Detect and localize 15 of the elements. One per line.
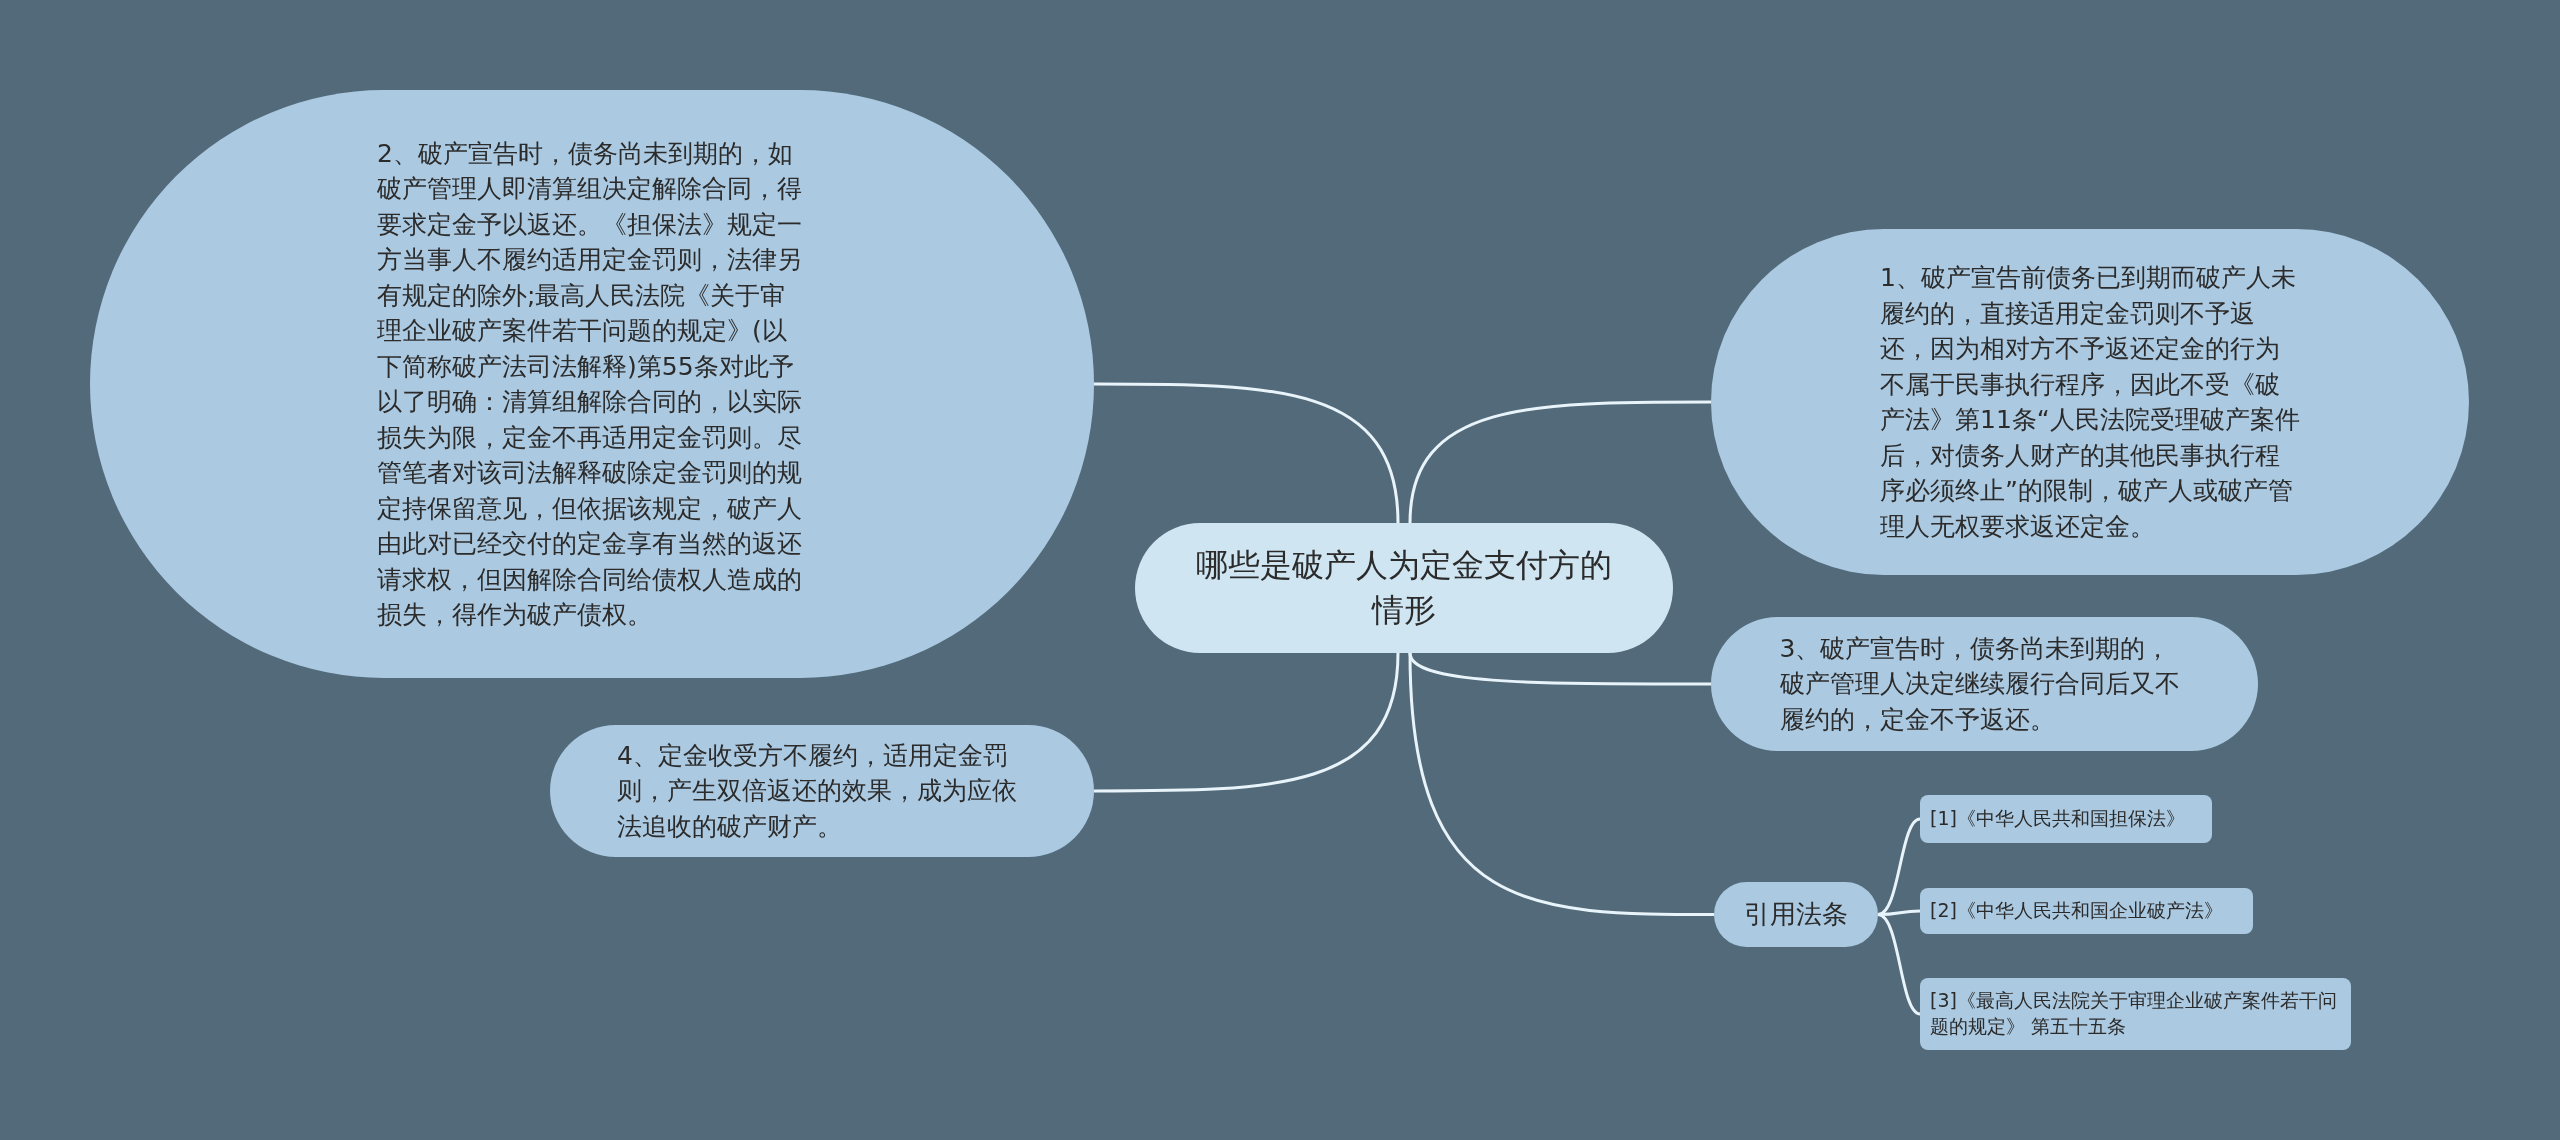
topic-bubble: 3、破产宣告时，债务尚未到期的，破产管理人决定继续履行合同后又不履约的，定金不予返还。 [1711, 617, 2258, 751]
central-topic-bubble: 哪些是破产人为定金支付方的情形 [1135, 523, 1673, 653]
connector-line [1408, 652, 1714, 916]
connector-line [1877, 817, 1921, 916]
reference-box: [3]《最高人民法院关于审理企业破产案件若干问题的规定》 第五十五条 [1920, 978, 2351, 1050]
topic-bubble: 4、定金收受方不履约，适用定金罚则，产生双倍返还的效果，成为应依法追收的破产财产。 [550, 725, 1094, 857]
reference-box: [2]《中华人民共和国企业破产法》 [1920, 888, 2253, 934]
reference-box: [1]《中华人民共和国担保法》 [1920, 795, 2212, 843]
topic-bubble: 引用法条 [1714, 882, 1878, 947]
connector-line [1094, 652, 1400, 793]
topic-bubble: 2、破产宣告时，债务尚未到期的，如破产管理人即清算组决定解除合同，得要求定金予以返还。《担保法》规定一方当事人不履约适用定金罚则，法律另有规定的除外;最高人民法院《关于审理企业破产案件若干问题的规定》(以下简称破产法司法解释)第55条对此予以了明确：清算组解除合同的，以实际损失为限，定金不再适用定金罚则。尽管笔者对该司法解释破除定金罚则的规定持保留意见，但依据该规定，破产人由此对已经交付的定金享有当然的返还请求权，但因解除合同给债权人造成的损失，得作为破产债权。 [90, 90, 1094, 678]
topic-bubble: 1、破产宣告前债务已到期而破产人未履约的，直接适用定金罚则不予返还，因为相对方不予返还定金的行为不属于民事执行程序，因此不受《破产法》第11条“人民法院受理破产案件后，对债务人财产的其他民事执行程序必须终止”的限制，破产人或破产管理人无权要求返还定金。 [1711, 229, 2469, 575]
connector-line [1094, 382, 1400, 524]
connector-line [1877, 913, 1921, 1016]
connector-line [1408, 400, 1711, 524]
